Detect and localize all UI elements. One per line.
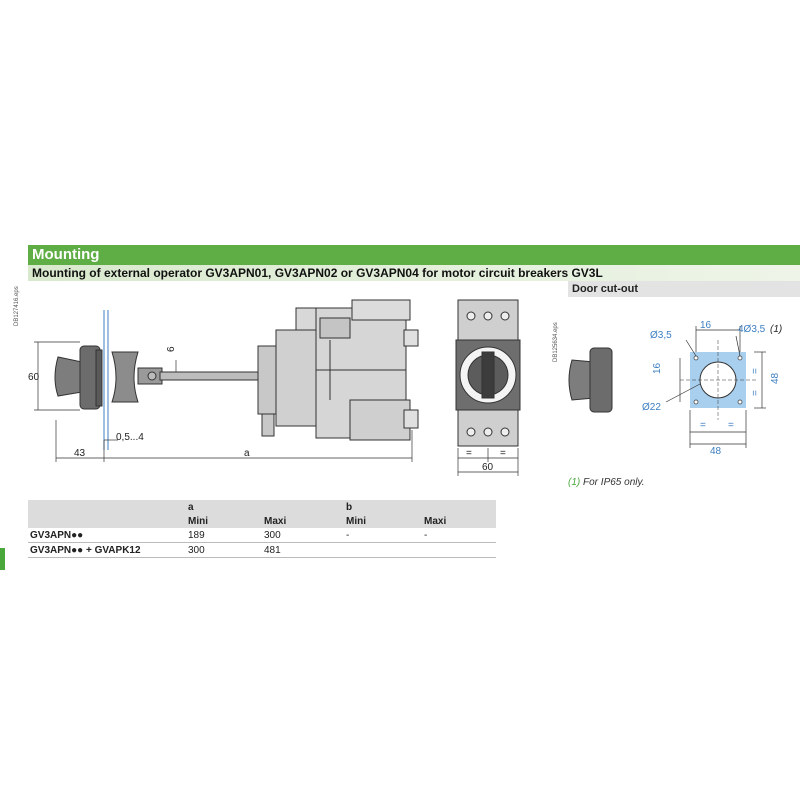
table-subheader: Mini <box>186 514 262 528</box>
cutout-four-holes-note: (1) <box>770 324 782 335</box>
cutout-eq-v-top: = <box>750 368 761 374</box>
cutout-four-holes: 4Ø3,5 <box>738 324 766 335</box>
table-cell: - <box>422 528 496 543</box>
footnote-text: For IP65 only. <box>583 477 645 488</box>
cutout-eq-h-left: = <box>700 420 706 431</box>
cutout-hole-large: Ø22 <box>642 402 661 413</box>
dim-length-a: a <box>244 448 250 459</box>
table-cell <box>422 542 496 558</box>
handle-door-view <box>568 347 613 413</box>
cutout-dimensions <box>665 326 766 448</box>
table-subheader: Maxi <box>422 514 496 528</box>
table-cell-model: GV3APN●● <box>28 528 186 543</box>
breaker-side-view <box>257 299 419 441</box>
table-header-row: a b <box>28 500 496 514</box>
breaker-front-view <box>455 299 521 447</box>
section-title: Mounting <box>28 245 800 265</box>
dim-height-60: 60 <box>28 372 40 383</box>
table-cell: 189 <box>186 528 262 543</box>
footnote: (1) For IP65 only. <box>568 477 645 488</box>
table-subheader: Maxi <box>262 514 344 528</box>
section-subtitle: Mounting of external operator GV3APN01, … <box>28 265 800 281</box>
footnote-marker: (1) <box>568 477 581 488</box>
table-cell-model: GV3APN●● + GVAPK12 <box>28 542 186 558</box>
cutout-hole-small: Ø3,5 <box>650 330 672 341</box>
table-cell: - <box>344 528 422 543</box>
page-edge-tab <box>0 548 5 570</box>
handle-side-view <box>54 310 261 450</box>
table-cell: 300 <box>262 528 344 543</box>
table-header-blank <box>28 500 186 514</box>
cutout-eq-v-bottom: = <box>750 390 761 396</box>
door-cutout-title: Door cut-out <box>572 283 638 295</box>
door-cutout-header: Door cut-out <box>568 281 800 297</box>
front-eq-right: = <box>500 448 506 459</box>
table-row: GV3APN●● + GVAPK12 300 481 <box>28 542 496 558</box>
table-subheader-row: Mini Maxi Mini Maxi <box>28 514 496 528</box>
table-cell: 481 <box>262 542 344 558</box>
dim-gap: 0,5...4 <box>116 432 144 443</box>
dim-offset-6: 6 <box>166 346 177 352</box>
dim-width-60: 60 <box>482 462 494 473</box>
table-row: GV3APN●● 189 300 - - <box>28 528 496 543</box>
cutout-height-48: 48 <box>770 372 781 384</box>
door-cutout-drawing <box>680 340 756 420</box>
cutout-width-48: 48 <box>710 446 722 457</box>
table-header-a: a <box>186 500 262 514</box>
cutout-spacing-16: 16 <box>700 320 712 331</box>
table-cell <box>344 542 422 558</box>
table-cell: 300 <box>186 542 262 558</box>
table-subheader: Mini <box>344 514 422 528</box>
section-subtitle-text: Mounting of external operator GV3APN01, … <box>32 266 603 280</box>
dim-depth-43: 43 <box>74 448 86 459</box>
dimensions-table: a b Mini Maxi Mini Maxi GV3APN●● 189 300… <box>28 500 496 558</box>
table-header-b: b <box>344 500 422 514</box>
side-dimensions <box>34 341 413 462</box>
cutout-vertical-16: 16 <box>652 362 663 374</box>
section-title-text: Mounting <box>32 246 100 263</box>
cutout-eq-h-right: = <box>728 420 734 431</box>
front-eq-left: = <box>466 448 472 459</box>
front-dimensions <box>457 448 519 476</box>
